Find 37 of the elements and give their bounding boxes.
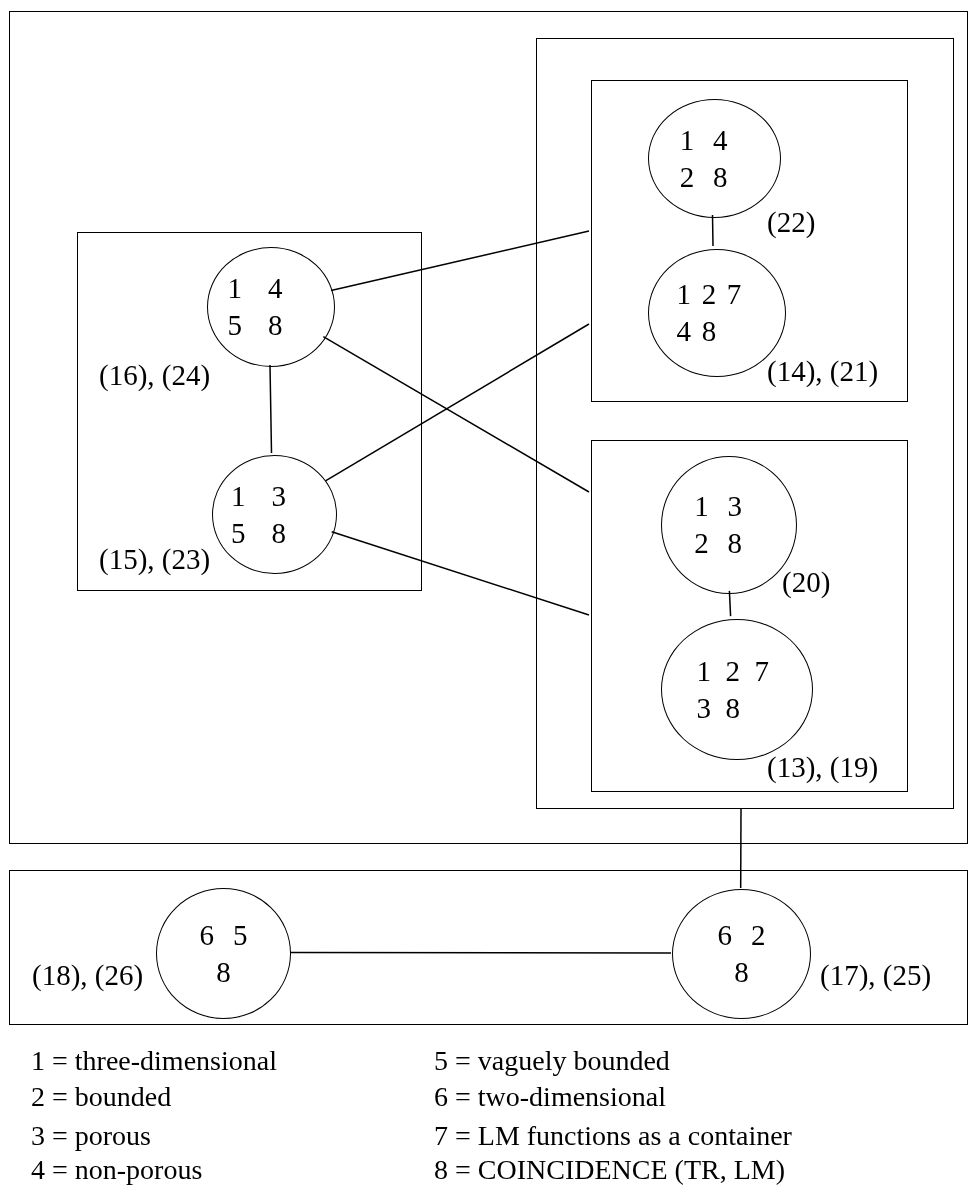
node-text: 1 2 7 4 8 — [676, 277, 743, 349]
node-text: 1 4 5 8 — [227, 271, 284, 343]
key-text: 6 = two-dimensional — [434, 1080, 666, 1114]
group-box — [77, 232, 422, 591]
node-text: 6 5 8 — [198, 917, 249, 990]
reference-label: (20) — [782, 565, 831, 599]
reference-label: (14), (21) — [767, 354, 879, 388]
group-box — [9, 11, 968, 844]
group-box — [591, 80, 908, 402]
connector-line — [739, 807, 742, 889]
key-text: 1 = three-dimensional — [31, 1044, 277, 1078]
group-box — [536, 38, 954, 809]
key-text: 3 = porous — [31, 1119, 151, 1153]
connector-line — [728, 590, 732, 617]
node-text: 6 2 8 — [716, 918, 767, 990]
connector-line — [330, 230, 590, 292]
reference-label: (22) — [767, 205, 816, 239]
node-text: 1 3 2 8 — [694, 489, 744, 561]
key-text: 8 = COINCIDENCE (TR, LM) — [434, 1153, 785, 1187]
group-box — [9, 870, 968, 1025]
connector-line — [330, 530, 590, 616]
reference-label: (17), (25) — [820, 958, 932, 992]
reference-label: (15), (23) — [99, 542, 211, 576]
connector-line — [289, 951, 672, 954]
connector-line — [711, 214, 714, 247]
reference-label: (16), (24) — [99, 358, 211, 392]
reference-label: (18), (26) — [32, 958, 144, 992]
node-text: 1 3 5 8 — [231, 478, 288, 551]
key-text: 2 = bounded — [31, 1080, 172, 1114]
key-text: 7 = LM functions as a container — [434, 1119, 792, 1153]
key-text: 5 = vaguely bounded — [434, 1044, 670, 1078]
group-box — [591, 440, 908, 792]
connector-line — [269, 364, 273, 454]
node-text: 1 2 7 3 8 — [696, 653, 770, 726]
node-text: 1 4 2 8 — [679, 122, 729, 195]
reference-label: (13), (19) — [767, 750, 879, 784]
key-text: 4 = non-porous — [31, 1153, 203, 1187]
